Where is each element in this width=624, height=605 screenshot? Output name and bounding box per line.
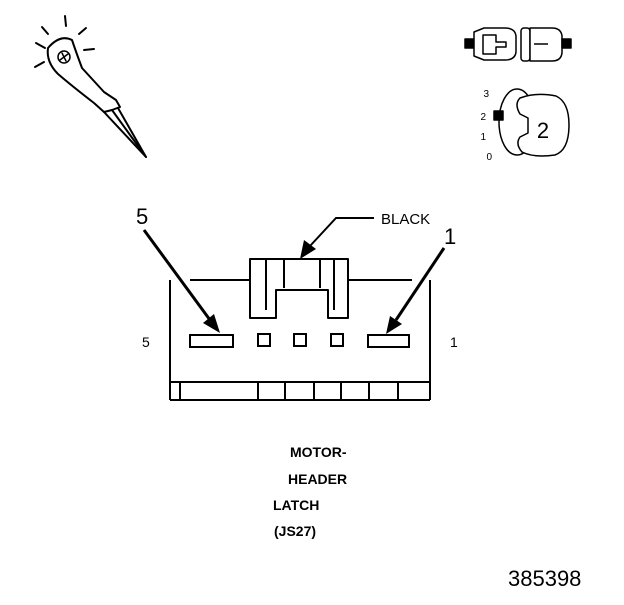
pin-cavity-3 <box>293 333 307 347</box>
key-position-1: 1 <box>480 132 486 143</box>
arrow-pin-5 <box>142 229 212 321</box>
pin-arrow-label-5: 5 <box>136 204 149 229</box>
pin-arrow-label-1: 1 <box>444 224 457 249</box>
pin-cavity-4 <box>257 333 271 347</box>
key-position-3: 3 <box>483 89 489 100</box>
figure-number: 385398 <box>508 566 582 591</box>
pin-cavity-5 <box>189 334 234 348</box>
pin-cavity-2 <box>330 333 344 347</box>
connector-latch <box>249 258 349 319</box>
pin-cavity-1 <box>367 334 410 348</box>
latch-color-label: BLACK <box>381 211 431 228</box>
connector-body <box>169 279 431 401</box>
caption-line-3: LATCH <box>273 497 320 513</box>
arrowhead-pin-1 <box>386 316 402 334</box>
key-position-0: 0 <box>486 152 492 163</box>
pin-arrows <box>142 217 446 334</box>
arrow-pin-1 <box>394 247 446 321</box>
pin-cavities <box>189 333 410 348</box>
pin-row-label-5: 5 <box>142 334 150 350</box>
caption-line-1: MOTOR- <box>290 444 347 460</box>
caption-line-4: (JS27) <box>274 523 317 539</box>
connector-plug-icon <box>464 27 572 62</box>
ignition-key-icon <box>493 88 570 157</box>
key-number: 2 <box>537 118 549 143</box>
key-position-2: 2 <box>480 112 486 123</box>
caption-line-2: HEADER <box>288 471 348 487</box>
arrowhead-black-latch <box>300 240 316 259</box>
arrow-black-latch <box>309 217 374 247</box>
arrowhead-pin-5 <box>203 314 220 333</box>
pin-row-label-1: 1 <box>450 334 458 350</box>
probe-tool-icon <box>34 15 147 158</box>
